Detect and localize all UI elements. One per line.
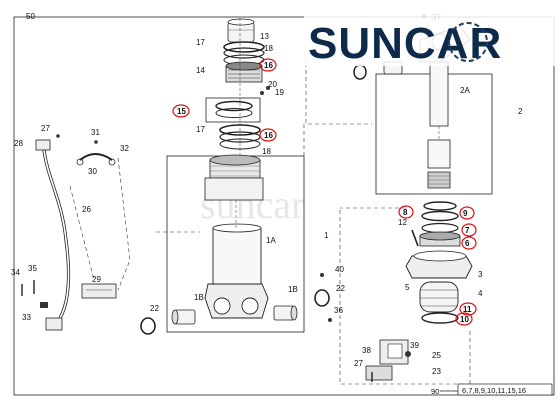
label-17: 17: [196, 38, 205, 47]
label-27: 27: [41, 124, 50, 133]
label-5: 5: [405, 283, 410, 292]
label-34: 34: [11, 268, 20, 277]
label-10: 10: [460, 315, 469, 324]
label-33: 33: [22, 313, 31, 322]
label-50: 50: [26, 12, 35, 21]
gland-and-seal-stack: [405, 201, 473, 324]
label-36: 36: [334, 306, 343, 315]
label-25: 25: [432, 351, 441, 360]
label-32: 32: [120, 144, 129, 153]
label-22a: 22: [150, 304, 159, 313]
label-1b-a: 1B: [194, 293, 204, 302]
label-4: 4: [478, 289, 483, 298]
label-17b: 17: [196, 125, 205, 134]
label-27b: 27: [354, 359, 363, 368]
label-28: 28: [14, 139, 23, 148]
suncar-logo: SUNCAR: [304, 8, 556, 68]
sensor-assembly: [365, 339, 411, 382]
label-9: 9: [463, 209, 468, 218]
label-29: 29: [92, 275, 101, 284]
label-1a: 1A: [266, 236, 276, 245]
label-13: 13: [260, 32, 269, 41]
part-labels: 50 13 17 18 16 14 20 19 15 17 16 18 37 2…: [11, 12, 523, 376]
label-18b: 18: [262, 147, 271, 156]
label-30: 30: [88, 167, 97, 176]
label-40: 40: [335, 265, 344, 274]
logo-text: SUNCAR: [308, 19, 502, 68]
label-16: 16: [264, 61, 273, 70]
label-23: 23: [432, 367, 441, 376]
piston-components: [205, 18, 270, 158]
label-1b-b: 1B: [288, 285, 298, 294]
dashed-leaders: [69, 56, 471, 385]
label-16b: 16: [264, 131, 273, 140]
label-1: 1: [324, 231, 329, 240]
label-18: 18: [264, 44, 273, 53]
cylinder-1a-assembly: [166, 154, 305, 333]
label-19: 19: [275, 88, 284, 97]
footer-callout: 90 6,7,8,9,10,11,15,16: [431, 383, 553, 396]
label-8: 8: [403, 208, 408, 217]
label-15: 15: [177, 107, 186, 116]
footer-prefix: 90: [431, 387, 439, 396]
label-12: 12: [398, 218, 407, 227]
label-31: 31: [91, 128, 100, 137]
label-22b: 22: [336, 284, 345, 293]
footer-parts: 6,7,8,9,10,11,15,16: [462, 386, 526, 395]
label-14: 14: [196, 66, 205, 75]
label-35: 35: [28, 264, 37, 273]
label-2: 2: [518, 107, 523, 116]
label-39: 39: [410, 341, 419, 350]
highlight-circles: [172, 58, 477, 326]
label-38: 38: [362, 346, 371, 355]
bushings-and-seals: [140, 273, 332, 335]
label-26: 26: [82, 205, 91, 214]
label-6: 6: [465, 239, 470, 248]
hydraulic-line-26: [21, 134, 117, 331]
label-20: 20: [268, 80, 277, 89]
label-11: 11: [463, 305, 472, 314]
outer-frame: [13, 16, 555, 396]
label-3: 3: [478, 270, 483, 279]
label-2a: 2A: [460, 86, 470, 95]
gear-icon: [448, 22, 488, 62]
label-7: 7: [465, 226, 470, 235]
